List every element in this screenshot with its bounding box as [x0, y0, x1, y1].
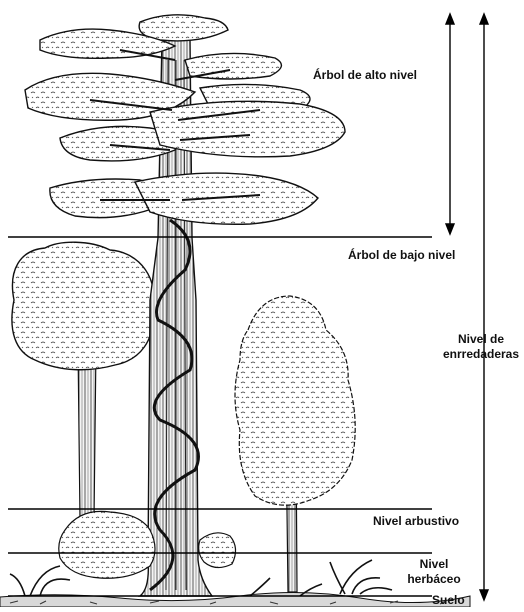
label-herb: Nivel herbáceo — [404, 557, 464, 587]
arrow-up-head-2 — [480, 14, 488, 24]
label-herb-line2: herbáceo — [404, 572, 464, 587]
arrows — [446, 14, 488, 600]
label-vines-line2: enrredaderas — [438, 347, 524, 362]
ground — [0, 592, 470, 607]
label-herb-line1: Nivel — [404, 557, 464, 572]
arrow-down-head — [446, 224, 454, 234]
label-shrub: Nivel arbustivo — [373, 514, 459, 529]
label-vines: Nivel de enrredaderas — [438, 332, 524, 362]
label-high-tree: Árbol de alto nivel — [313, 68, 417, 83]
left-low-tree — [12, 242, 154, 520]
shrubs — [59, 511, 236, 578]
arrow-up-head — [446, 14, 454, 24]
label-low-tree: Árbol de bajo nivel — [348, 248, 455, 263]
arrow-down-head-2 — [480, 590, 488, 600]
small-tree — [235, 296, 355, 592]
label-soil: Suelo — [432, 594, 465, 607]
label-vines-line1: Nivel de — [438, 332, 524, 347]
